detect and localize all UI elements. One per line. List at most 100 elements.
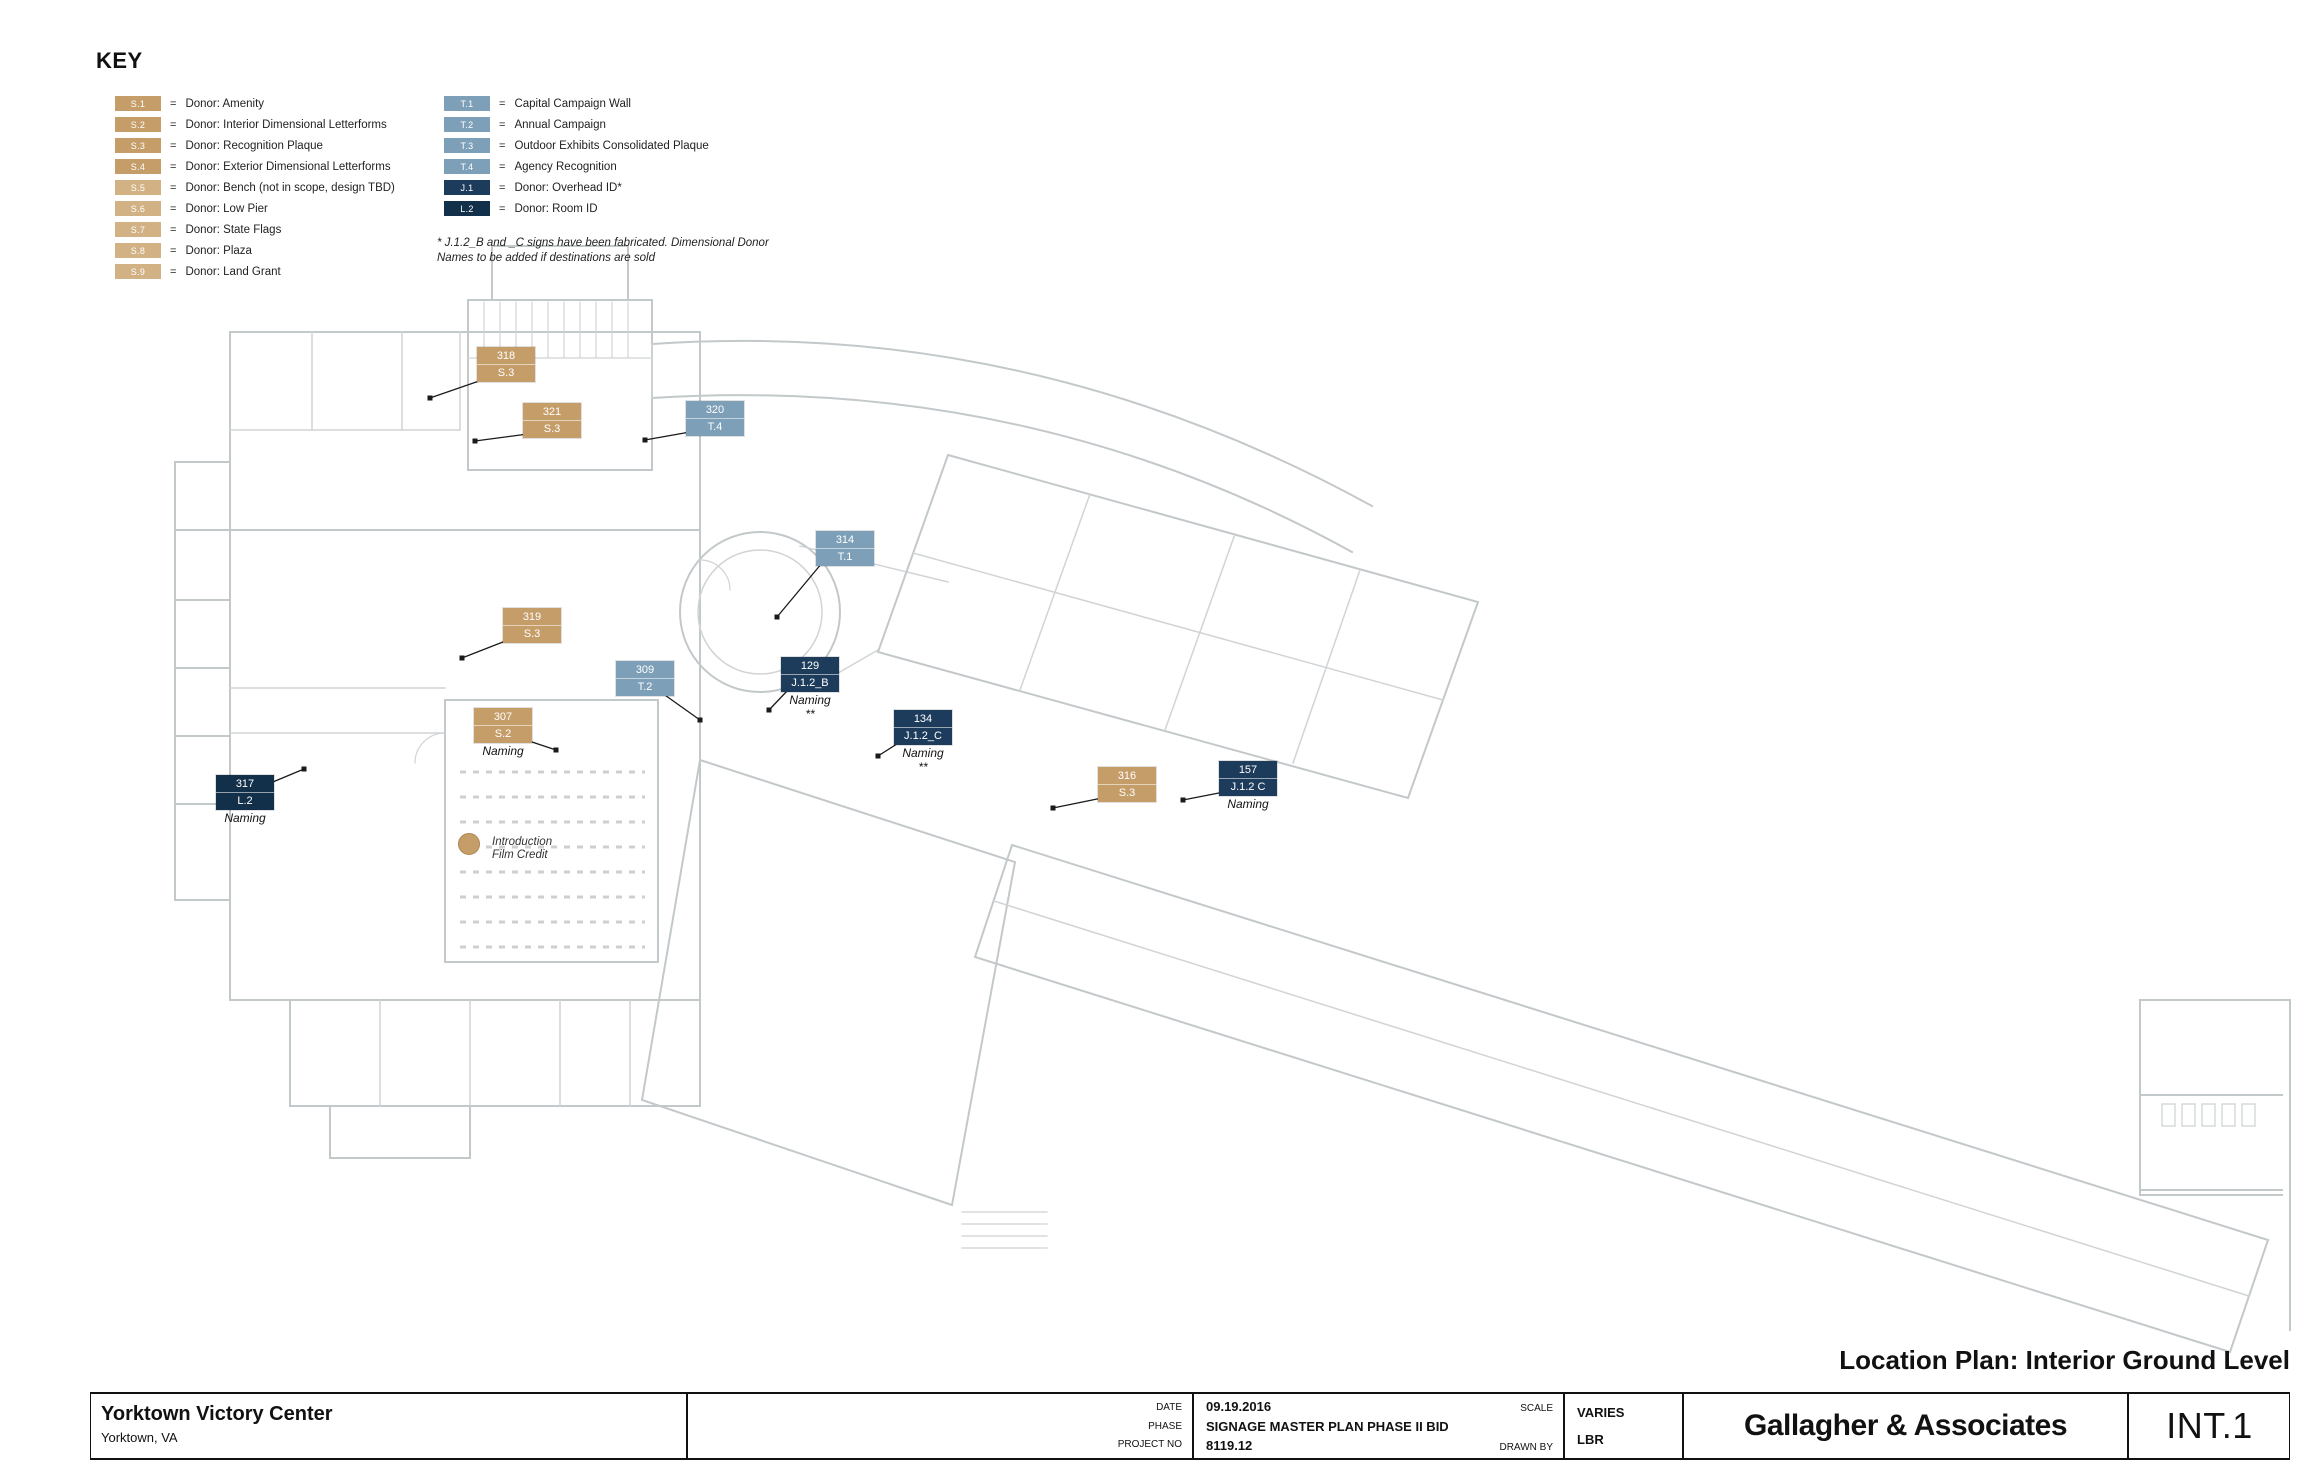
marker-number: 318 xyxy=(477,347,535,365)
scale-values-cell: VARIES LBR xyxy=(1563,1394,1682,1458)
legend-label: Donor: Exterior Dimensional Letterforms xyxy=(185,160,391,173)
legend-item-T-1: T.1=Capital Campaign Wall xyxy=(444,96,709,111)
leader-line-309 xyxy=(661,692,701,721)
legend-chip: T.4 xyxy=(444,159,490,174)
plan-caption: Location Plan: Interior Ground Level xyxy=(1839,1345,2290,1375)
project-location: Yorktown, VA xyxy=(101,1430,178,1445)
marker-note-157: Naming xyxy=(1227,797,1269,811)
legend-chip: S.6 xyxy=(115,201,161,216)
leader-endpoint xyxy=(1180,797,1186,803)
legend-chip: J.1 xyxy=(444,180,490,195)
equals-sign: = xyxy=(170,265,177,278)
marker-number: 307 xyxy=(474,708,532,726)
meta-labels-cell: DATE PHASE PROJECT NO xyxy=(686,1394,1192,1458)
legend-label: Donor: Room ID xyxy=(514,202,598,215)
marker-code: S.3 xyxy=(543,423,561,435)
date-value: 09.19.2016 xyxy=(1206,1398,1272,1414)
legend-footnote: * J.1.2_B and _C signs have been fabrica… xyxy=(437,236,797,266)
legend-item-T-4: T.4=Agency Recognition xyxy=(444,159,709,174)
legend-label: Outdoor Exhibits Consolidated Plaque xyxy=(514,139,709,152)
equals-sign: = xyxy=(499,118,506,131)
equals-sign: = xyxy=(170,118,177,131)
project-cell: Yorktown Victory Center Yorktown, VA xyxy=(91,1394,686,1458)
legend-label: Donor: Plaza xyxy=(185,244,252,257)
date-label: DATE xyxy=(1156,1401,1182,1413)
marker-number: 129 xyxy=(781,657,839,675)
sheet-number: INT.1 xyxy=(2127,1394,2290,1458)
film-credit-line-1: Introduction xyxy=(492,836,553,848)
leader-line-321 xyxy=(474,433,529,442)
legend-chip: T.1 xyxy=(444,96,490,111)
marker-code: T.4 xyxy=(707,421,723,433)
film-credit-dot[interactable] xyxy=(458,833,480,855)
marker-code: J.1.2_C xyxy=(904,730,942,742)
equals-sign: = xyxy=(170,223,177,236)
leader-endpoint xyxy=(553,747,559,753)
marker-note-317: Naming xyxy=(224,811,266,825)
legend-chip: S.3 xyxy=(115,138,161,153)
equals-sign: = xyxy=(499,181,506,194)
legend-label: Donor: Land Grant xyxy=(185,265,281,278)
marker-number: 320 xyxy=(686,401,744,419)
legend-chip: S.1 xyxy=(115,96,161,111)
drawn-by-value: LBR xyxy=(1577,1431,1604,1447)
leader-line-316 xyxy=(1052,797,1103,809)
footnote-line-2: Names to be added if destinations are so… xyxy=(437,252,655,264)
legend-item-S-4: S.4 = Donor: Exterior Dimensional Letterfo… xyxy=(115,159,395,174)
key-title: KEY xyxy=(96,48,143,73)
leader-endpoint xyxy=(1050,805,1056,811)
leader-endpoint xyxy=(875,753,881,759)
scale-value: VARIES xyxy=(1577,1405,1625,1421)
legend-label: Donor: Amenity xyxy=(185,97,265,110)
legend-chip: S.7 xyxy=(115,222,161,237)
footnote-line-1: * J.1.2_B and _C signs have been fabrica… xyxy=(437,237,769,249)
marker-number: 317 xyxy=(216,775,274,793)
phase-value: SIGNAGE MASTER PLAN PHASE II BID xyxy=(1206,1418,1449,1434)
legend-item-S-6: S.6=Donor: Low Pier xyxy=(115,201,395,216)
legend-chip: S.4 xyxy=(115,159,161,174)
leader-endpoint xyxy=(774,614,780,620)
legend-label: Agency Recognition xyxy=(514,160,617,173)
legend-item-J-1: J.1=Donor: Overhead ID* xyxy=(444,180,709,195)
building-walls xyxy=(174,245,2291,1354)
legend-chip: S.9 xyxy=(115,264,161,279)
theater-seating xyxy=(460,770,645,949)
project-no-label: PROJECT NO xyxy=(1117,1439,1182,1451)
leader-endpoint xyxy=(301,766,307,772)
phase-label: PHASE xyxy=(1148,1420,1182,1432)
legend-label: Donor: Bench (not in scope, design TBD) xyxy=(185,181,395,194)
legend-chip: T.2 xyxy=(444,117,490,132)
legend-item-S-8: S.8=Donor: Plaza xyxy=(115,243,395,258)
legend-item-S-3: S.3=Donor: Recognition Plaque xyxy=(115,138,395,153)
marker-code: S.2 xyxy=(494,728,512,740)
leader-line-129 xyxy=(768,689,789,711)
leader-endpoint xyxy=(472,438,478,444)
legend-item-L-2: L.2=Donor: Room ID xyxy=(444,201,709,216)
marker-number: 157 xyxy=(1219,761,1277,779)
scale-label: SCALE xyxy=(1520,1402,1553,1414)
leader-endpoint xyxy=(459,655,465,661)
marker-code: S.3 xyxy=(1118,787,1136,799)
legend-item-T-3: T.3=Outdoor Exhibits Consolidated Plaque xyxy=(444,138,709,153)
equals-sign: = xyxy=(170,97,177,110)
marker-note2-134: ** xyxy=(918,760,928,774)
marker-number: 319 xyxy=(503,608,561,626)
equals-sign: = xyxy=(499,139,506,152)
legend-label: Donor: Interior Dimensional Letterforms xyxy=(185,118,387,131)
equals-sign: = xyxy=(170,160,177,173)
